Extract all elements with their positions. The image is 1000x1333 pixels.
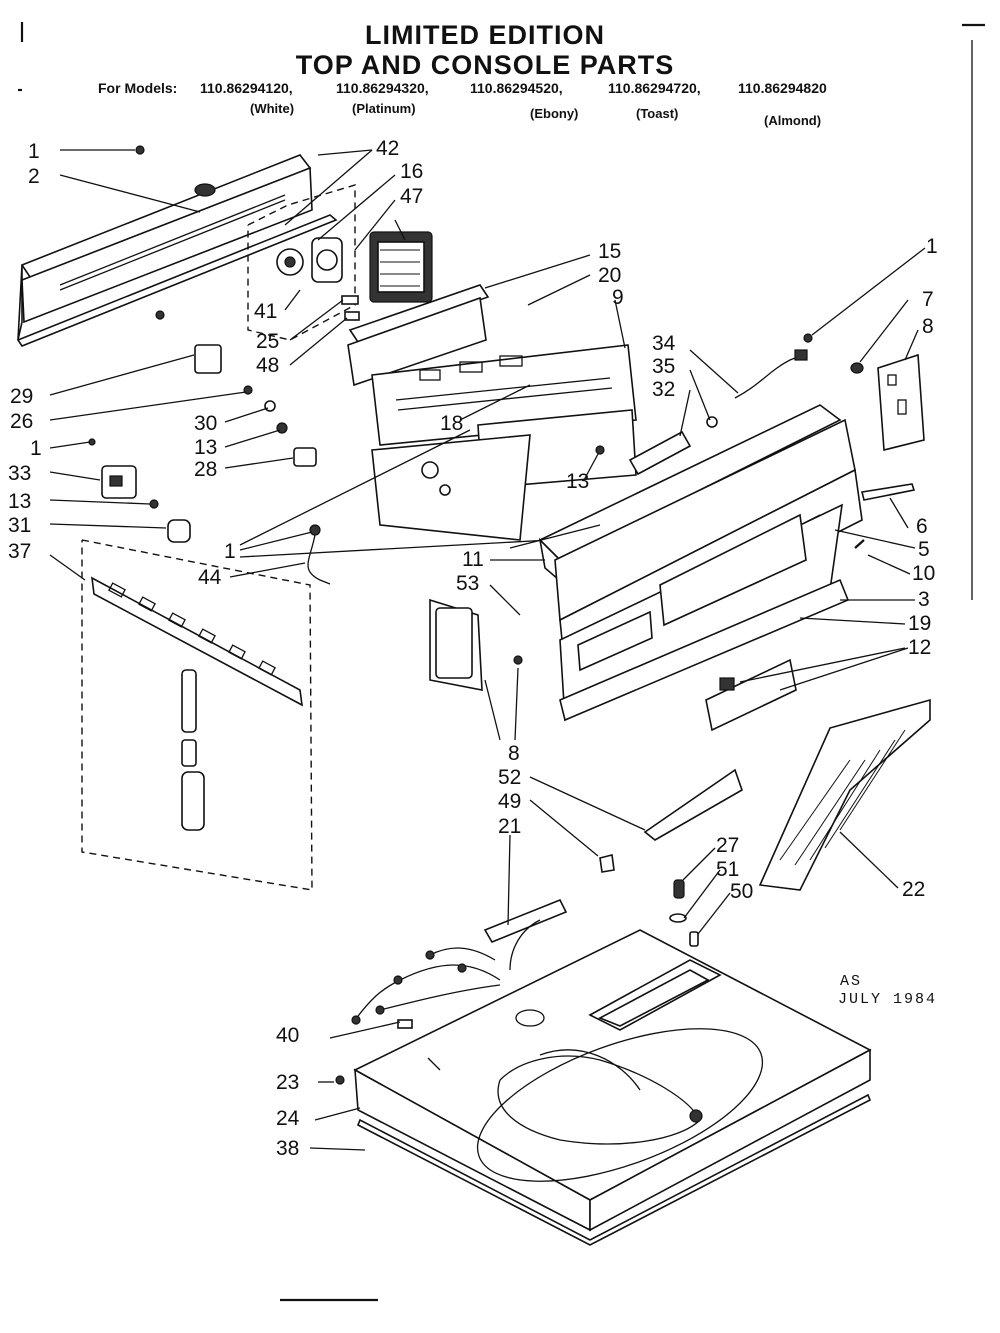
rear-guard-outline bbox=[81, 539, 313, 891]
callout-label: 25 bbox=[256, 330, 279, 353]
callout-label: 50 bbox=[730, 880, 753, 903]
callout-label: 21 bbox=[498, 815, 521, 838]
wire-harness bbox=[351, 898, 568, 1025]
scan-edge-marks bbox=[18, 22, 985, 1302]
model-number-2: 110.86294320, bbox=[336, 80, 429, 96]
model-color-4: (Toast) bbox=[636, 106, 678, 121]
callout-label: 13 bbox=[194, 436, 217, 459]
control-group-outline bbox=[247, 184, 356, 341]
callout-label: 22 bbox=[902, 878, 925, 901]
callout-label: 20 bbox=[598, 264, 621, 287]
callout-label: 33 bbox=[8, 462, 31, 485]
callout-label: 1 bbox=[28, 140, 40, 163]
callout-label: 48 bbox=[256, 354, 279, 377]
console-bracket bbox=[239, 429, 551, 558]
model-number-5: 110.86294820 bbox=[738, 80, 827, 96]
callout-label: 30 bbox=[194, 412, 217, 435]
callout-label: 13 bbox=[566, 470, 589, 493]
rear-console-panel bbox=[16, 154, 338, 347]
callout-label: 18 bbox=[440, 412, 463, 435]
callout-label: 19 bbox=[908, 612, 931, 635]
model-number-1: 110.86294120, bbox=[200, 80, 293, 96]
model-color-1: (White) bbox=[250, 101, 294, 116]
callout-label: 49 bbox=[498, 790, 521, 813]
leader-lines bbox=[49, 149, 926, 1151]
callout-label: 47 bbox=[400, 185, 423, 208]
callout-label: 1 bbox=[224, 540, 236, 563]
right-end-bracket bbox=[803, 333, 925, 452]
callout-label: 15 bbox=[598, 240, 621, 263]
model-color-3: (Ebony) bbox=[530, 106, 578, 121]
callout-label: 31 bbox=[8, 514, 31, 537]
console-housing bbox=[429, 404, 916, 722]
model-color-5: (Almond) bbox=[764, 113, 821, 128]
callout-label: 35 bbox=[652, 355, 675, 378]
callout-numbers: 1 2 42 16 47 41 25 48 29 26 30 13 28 1 3… bbox=[8, 137, 938, 1160]
left-small-parts bbox=[88, 145, 331, 585]
lamp-assembly bbox=[513, 349, 808, 665]
callout-label: 26 bbox=[10, 410, 33, 433]
callout-label: 9 bbox=[612, 286, 624, 309]
title-line-2: TOP AND CONSOLE PARTS bbox=[296, 50, 675, 80]
callout-label: 44 bbox=[198, 566, 222, 589]
title-line-1: LIMITED EDITION bbox=[365, 20, 605, 50]
model-number-3: 110.86294520, bbox=[470, 80, 563, 96]
callout-label: 53 bbox=[456, 572, 479, 595]
vent-slots bbox=[108, 582, 276, 676]
callout-label: 16 bbox=[400, 160, 423, 183]
callout-label: 41 bbox=[254, 300, 277, 323]
callout-label: 8 bbox=[922, 315, 934, 338]
callout-label: 37 bbox=[8, 540, 31, 563]
callout-label: 10 bbox=[912, 562, 935, 585]
date-stamp-line-2: JULY 1984 bbox=[838, 991, 937, 1008]
dryer-top-cabinet bbox=[335, 929, 872, 1246]
door-and-lint-parts bbox=[599, 658, 931, 891]
models-prefix: For Models: bbox=[98, 80, 177, 96]
timer-and-switch-parts bbox=[276, 231, 433, 321]
callout-label: 51 bbox=[716, 858, 739, 881]
callout-label: 5 bbox=[918, 538, 930, 561]
callout-label: 7 bbox=[922, 288, 934, 311]
date-stamp-line-1: AS bbox=[840, 973, 862, 990]
callout-label: 34 bbox=[652, 332, 676, 355]
callout-label: 42 bbox=[376, 137, 399, 160]
callout-label: 2 bbox=[28, 165, 40, 188]
callout-label: 8 bbox=[508, 742, 520, 765]
callout-label: 1 bbox=[926, 235, 938, 258]
callout-label: 40 bbox=[276, 1024, 299, 1047]
callout-label: 6 bbox=[916, 515, 928, 538]
callout-label: 29 bbox=[10, 385, 33, 408]
callout-label: 28 bbox=[194, 458, 217, 481]
model-number-4: 110.86294720, bbox=[608, 80, 701, 96]
callout-label: 12 bbox=[908, 636, 931, 659]
callout-label: 27 bbox=[716, 834, 739, 857]
small-hardware bbox=[669, 879, 699, 947]
callout-label: 11 bbox=[462, 548, 484, 571]
callout-label: 52 bbox=[498, 766, 521, 789]
callout-label: 23 bbox=[276, 1071, 299, 1094]
callout-label: 32 bbox=[652, 378, 675, 401]
callout-label: 3 bbox=[918, 588, 930, 611]
callout-label: 24 bbox=[276, 1107, 300, 1130]
callout-label: 38 bbox=[276, 1137, 299, 1160]
model-color-2: (Platinum) bbox=[352, 101, 416, 116]
callout-label: 13 bbox=[8, 490, 31, 513]
callout-label: 1 bbox=[30, 437, 42, 460]
